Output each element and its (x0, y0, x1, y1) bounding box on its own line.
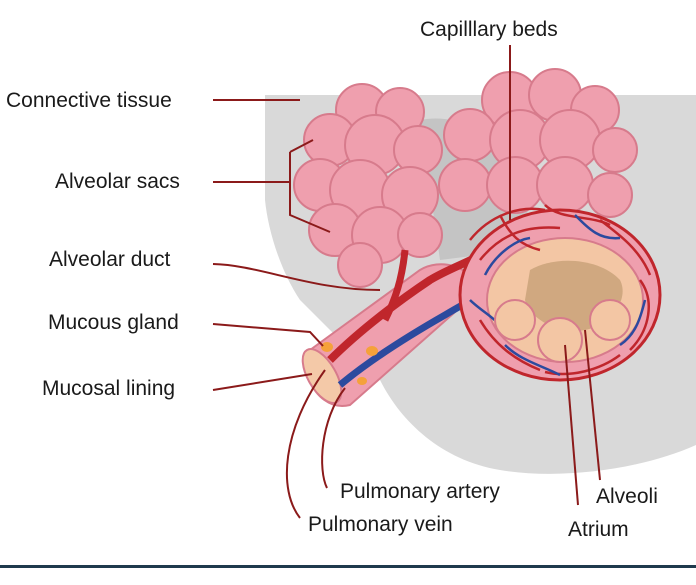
mucous-gland-dots (321, 342, 378, 385)
label-pulmonary-artery: Pulmonary artery (340, 480, 500, 503)
right-alveolar-sacs (438, 68, 638, 218)
label-capillary-beds: Capilllary beds (420, 18, 558, 41)
label-atrium: Atrium (568, 518, 629, 541)
label-connective-tissue: Connective tissue (6, 89, 172, 112)
left-alveolar-sacs (293, 83, 443, 288)
alveolus-cutaway (458, 204, 662, 382)
label-pulmonary-vein: Pulmonary vein (308, 513, 453, 536)
label-mucosal-lining: Mucosal lining (42, 377, 176, 400)
label-alveolar-duct: Alveolar duct (49, 248, 171, 271)
duct-artery (381, 249, 409, 322)
label-alveoli: Alveoli (596, 485, 658, 508)
label-mucous-gland: Mucous gland (48, 311, 179, 334)
leader-lines (212, 45, 601, 519)
label-alveolar-sacs: Alveolar sacs (55, 170, 180, 193)
bottom-border (0, 565, 696, 568)
